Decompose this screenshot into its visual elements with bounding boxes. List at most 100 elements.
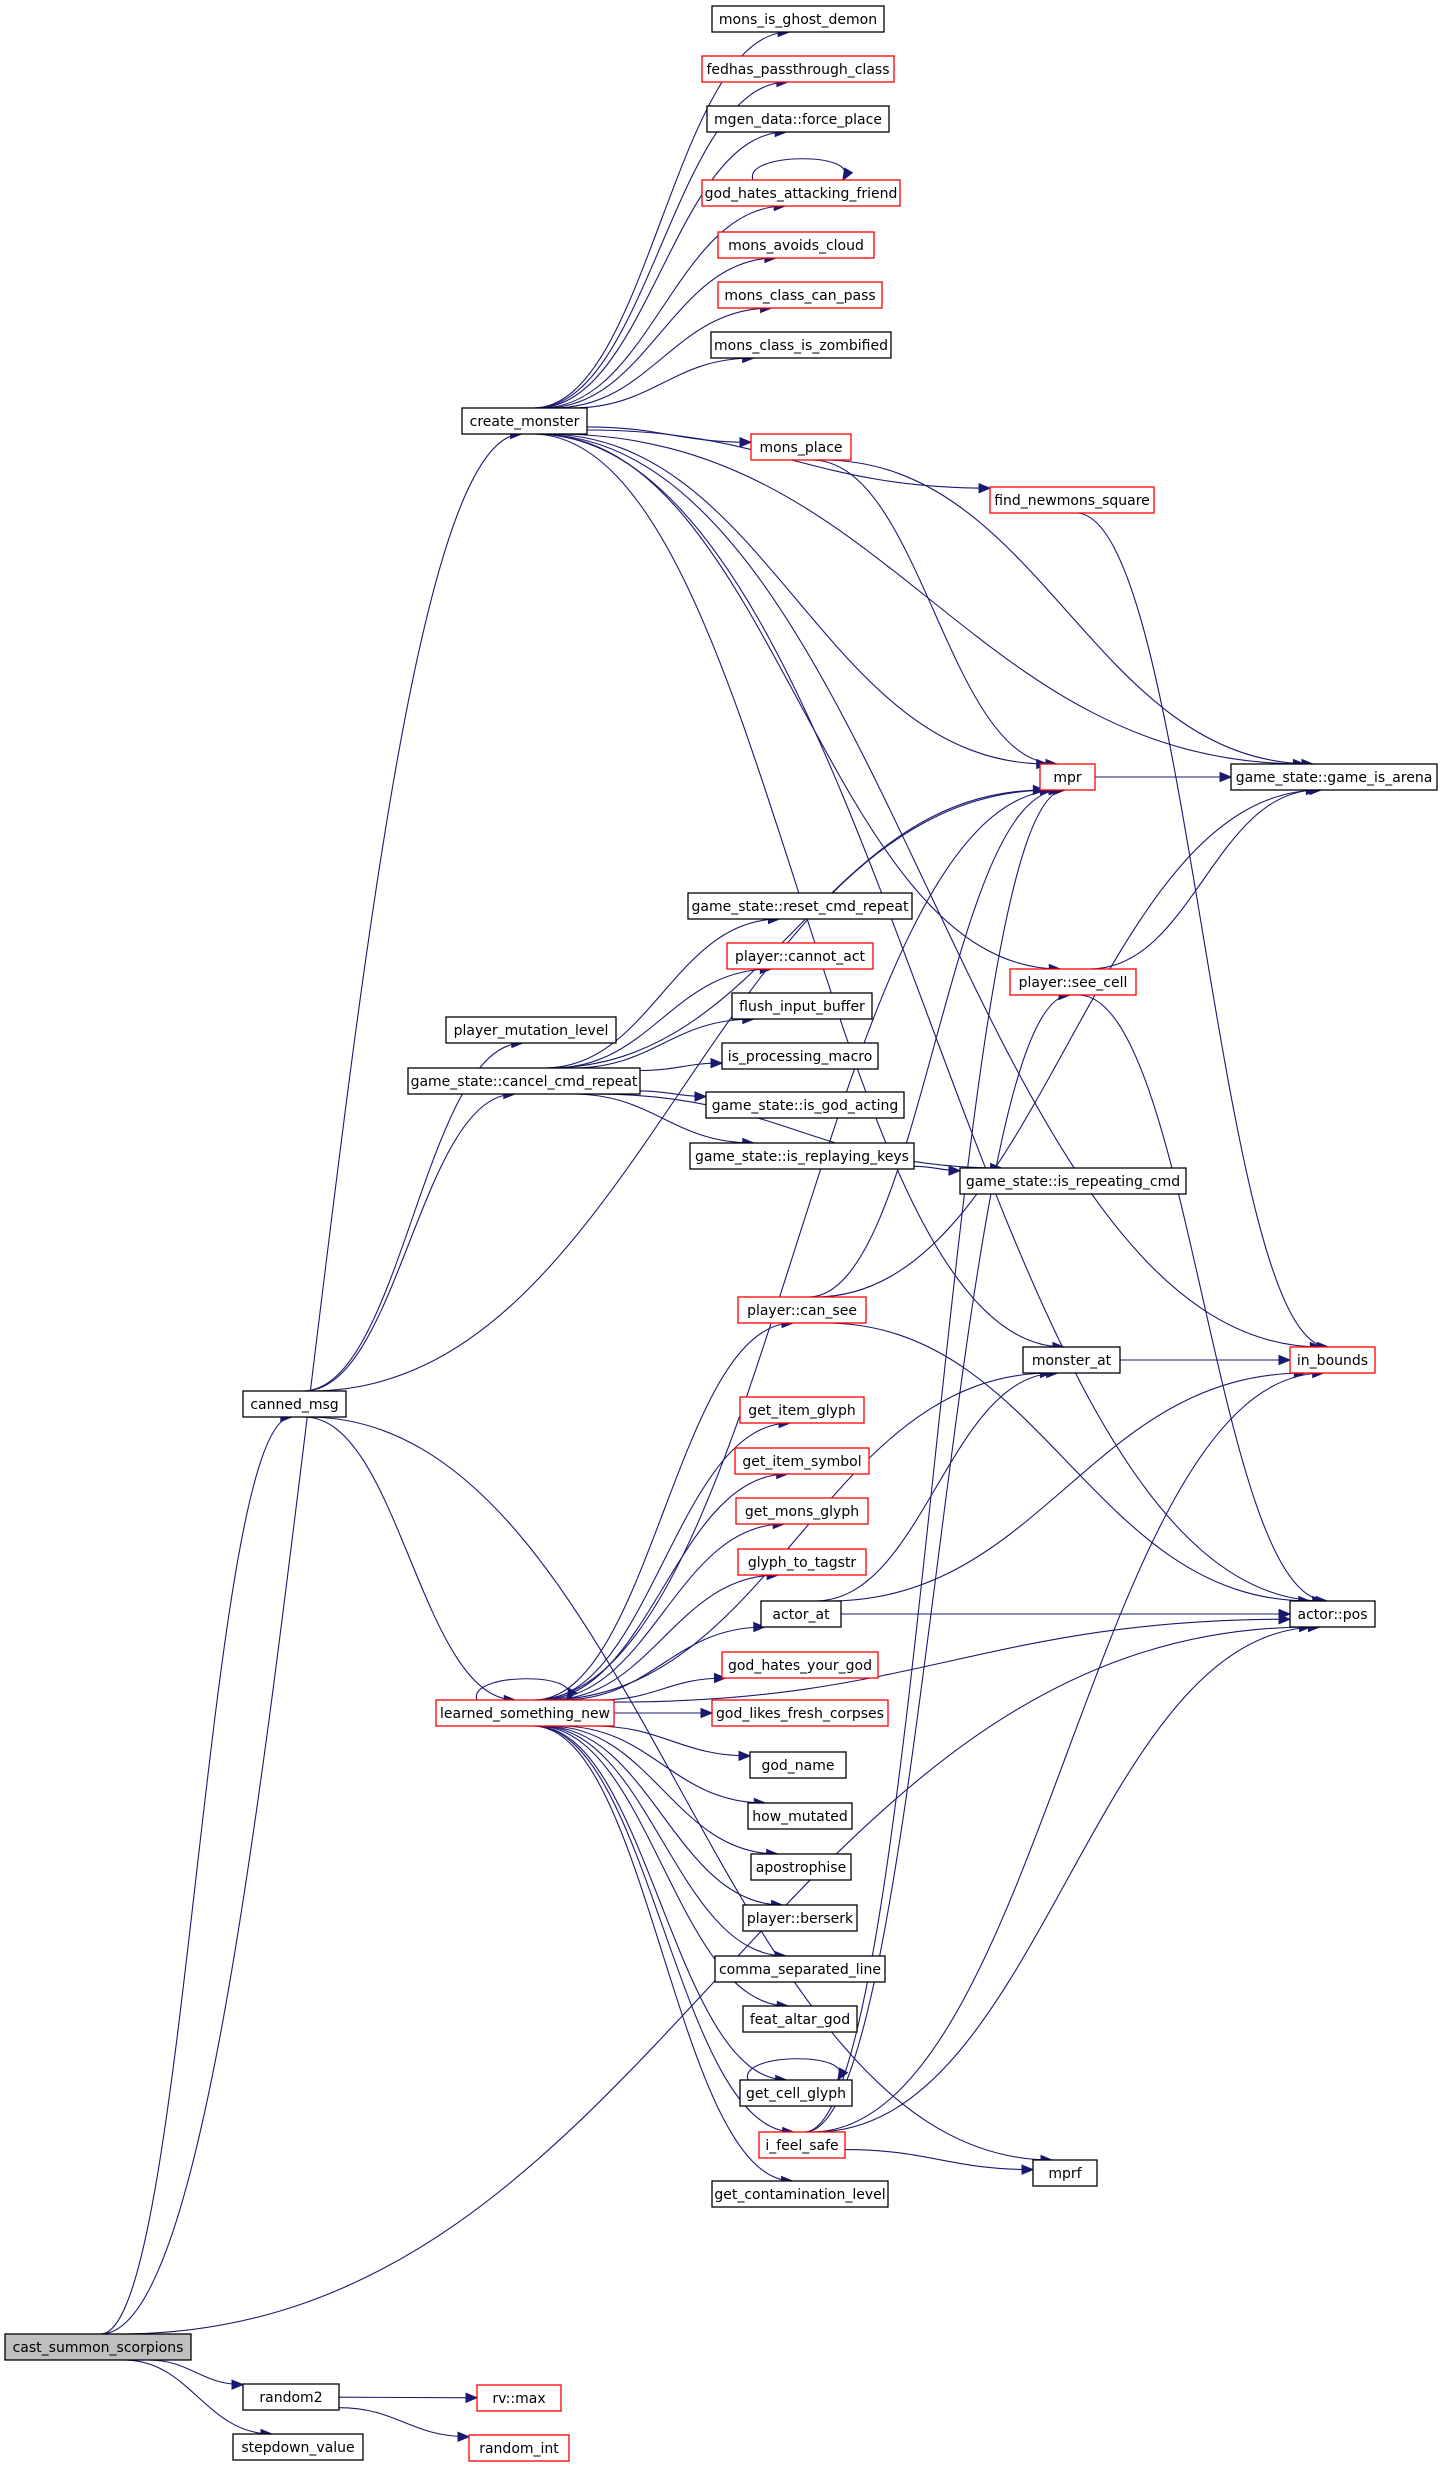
node-actor-at[interactable]: actor_at [760, 1600, 842, 1628]
node-box[interactable] [750, 1853, 852, 1881]
node-box[interactable] [711, 2180, 889, 2208]
node-box[interactable] [710, 331, 892, 359]
node-box[interactable] [4, 2333, 192, 2361]
node-get-item-glyph[interactable]: get_item_glyph [739, 1396, 865, 1424]
node-box[interactable] [687, 892, 913, 920]
node-is-processing-macro[interactable]: is_processing_macro [721, 1042, 879, 1070]
node-mons-class-is-zombified[interactable]: mons_class_is_zombified [710, 331, 892, 359]
node-create-monster[interactable]: create_monster [461, 407, 588, 435]
node-box[interactable] [1230, 763, 1438, 791]
node-box[interactable] [717, 281, 883, 309]
node-get-item-symbol[interactable]: get_item_symbol [734, 1447, 870, 1475]
node-player-mutation-level[interactable]: player_mutation_level [445, 1016, 617, 1044]
node-box[interactable] [742, 2005, 858, 2033]
node-get-cell-glyph[interactable]: get_cell_glyph [739, 2079, 853, 2107]
node-box[interactable] [242, 2383, 340, 2411]
node-box[interactable] [735, 1497, 869, 1525]
node-box[interactable] [717, 231, 875, 259]
node-box[interactable] [706, 105, 890, 133]
node-box[interactable] [734, 1447, 870, 1475]
node-box[interactable] [739, 2079, 853, 2107]
node-mons-avoids-cloud[interactable]: mons_avoids_cloud [717, 231, 875, 259]
node-monster-at[interactable]: monster_at [1022, 1346, 1121, 1374]
node-god-name[interactable]: god_name [749, 1751, 847, 1779]
node-box[interactable] [1032, 2159, 1098, 2187]
node-box[interactable] [407, 1067, 641, 1095]
node-learned-something-new[interactable]: learned_something_new [435, 1699, 615, 1727]
node-god-hates-attacking-friend[interactable]: god_hates_attacking_friend [701, 179, 901, 207]
node-mons-class-can-pass[interactable]: mons_class_can_pass [717, 281, 883, 309]
node-game-state-is-replaying-keys[interactable]: game_state::is_replaying_keys [689, 1142, 915, 1170]
node-actor-pos[interactable]: actor::pos [1289, 1600, 1376, 1628]
node-mgen-data-force-place[interactable]: mgen_data::force_place [706, 105, 890, 133]
node-box[interactable] [989, 486, 1155, 514]
node-get-mons-glyph[interactable]: get_mons_glyph [735, 1497, 869, 1525]
node-flush-input-buffer[interactable]: flush_input_buffer [731, 992, 873, 1020]
node-player-berserk[interactable]: player::berserk [742, 1904, 858, 1932]
node-box[interactable] [731, 992, 873, 1020]
node-box[interactable] [726, 942, 874, 970]
node-box[interactable] [760, 1600, 842, 1628]
node-box[interactable] [739, 1396, 865, 1424]
node-box[interactable] [1289, 1600, 1376, 1628]
node-box[interactable] [701, 55, 895, 83]
node-random-int[interactable]: random_int [468, 2434, 570, 2462]
node-random2[interactable]: random2 [242, 2383, 340, 2411]
node-box[interactable] [959, 1167, 1187, 1195]
node-box[interactable] [242, 1390, 347, 1418]
node-game-state-cancel-cmd-repeat[interactable]: game_state::cancel_cmd_repeat [407, 1067, 641, 1095]
node-box[interactable] [742, 1904, 858, 1932]
node-get-contamination-level[interactable]: get_contamination_level [711, 2180, 889, 2208]
node-box[interactable] [461, 407, 588, 435]
node-box[interactable] [1022, 1346, 1121, 1374]
node-box[interactable] [714, 1955, 886, 1983]
node-box[interactable] [435, 1699, 615, 1727]
node-i-feel-safe[interactable]: i_feel_safe [758, 2131, 846, 2159]
node-box[interactable] [1289, 1346, 1376, 1374]
node-box[interactable] [1009, 968, 1137, 996]
node-how-mutated[interactable]: how_mutated [747, 1802, 853, 1830]
node-box[interactable] [476, 2384, 562, 2412]
node-cast-summon-scorpions[interactable]: cast_summon_scorpions [4, 2333, 192, 2361]
node-player-see-cell[interactable]: player::see_cell [1009, 968, 1137, 996]
node-find-newmons-square[interactable]: find_newmons_square [989, 486, 1155, 514]
node-box[interactable] [468, 2434, 570, 2462]
node-box[interactable] [721, 1042, 879, 1070]
node-box[interactable] [445, 1016, 617, 1044]
node-box[interactable] [749, 1751, 847, 1779]
node-box[interactable] [747, 1802, 853, 1830]
node-apostrophise[interactable]: apostrophise [750, 1853, 852, 1881]
node-canned-msg[interactable]: canned_msg [242, 1390, 347, 1418]
node-box[interactable] [701, 179, 901, 207]
node-mprf[interactable]: mprf [1032, 2159, 1098, 2187]
node-box[interactable] [232, 2433, 364, 2461]
node-box[interactable] [711, 5, 885, 33]
node-game-state-reset-cmd-repeat[interactable]: game_state::reset_cmd_repeat [687, 892, 913, 920]
node-box[interactable] [750, 433, 852, 461]
node-player-can-see[interactable]: player::can_see [737, 1296, 867, 1324]
node-fedhas-passthrough-class[interactable]: fedhas_passthrough_class [701, 55, 895, 83]
node-box[interactable] [721, 1651, 879, 1679]
node-game-state-game-is-arena[interactable]: game_state::game_is_arena [1230, 763, 1438, 791]
node-game-state-is-repeating-cmd[interactable]: game_state::is_repeating_cmd [959, 1167, 1187, 1195]
node-in-bounds[interactable]: in_bounds [1289, 1346, 1376, 1374]
node-god-hates-your-god[interactable]: god_hates_your_god [721, 1651, 879, 1679]
node-god-likes-fresh-corpses[interactable]: god_likes_fresh_corpses [711, 1699, 889, 1727]
node-box[interactable] [705, 1091, 905, 1119]
node-mons-place[interactable]: mons_place [750, 433, 852, 461]
node-comma-separated-line[interactable]: comma_separated_line [714, 1955, 886, 1983]
node-mons-is-ghost-demon[interactable]: mons_is_ghost_demon [711, 5, 885, 33]
node-stepdown-value[interactable]: stepdown_value [232, 2433, 364, 2461]
node-box[interactable] [689, 1142, 915, 1170]
node-box[interactable] [758, 2131, 846, 2159]
node-box[interactable] [1039, 763, 1096, 791]
node-glyph-to-tagstr[interactable]: glyph_to_tagstr [737, 1548, 867, 1576]
node-mpr[interactable]: mpr [1039, 763, 1096, 791]
node-box[interactable] [711, 1699, 889, 1727]
node-feat-altar-god[interactable]: feat_altar_god [742, 2005, 858, 2033]
node-rv-max[interactable]: rv::max [476, 2384, 562, 2412]
node-box[interactable] [737, 1548, 867, 1576]
node-game-state-is-god-acting[interactable]: game_state::is_god_acting [705, 1091, 905, 1119]
node-player-cannot-act[interactable]: player::cannot_act [726, 942, 874, 970]
node-box[interactable] [737, 1296, 867, 1324]
